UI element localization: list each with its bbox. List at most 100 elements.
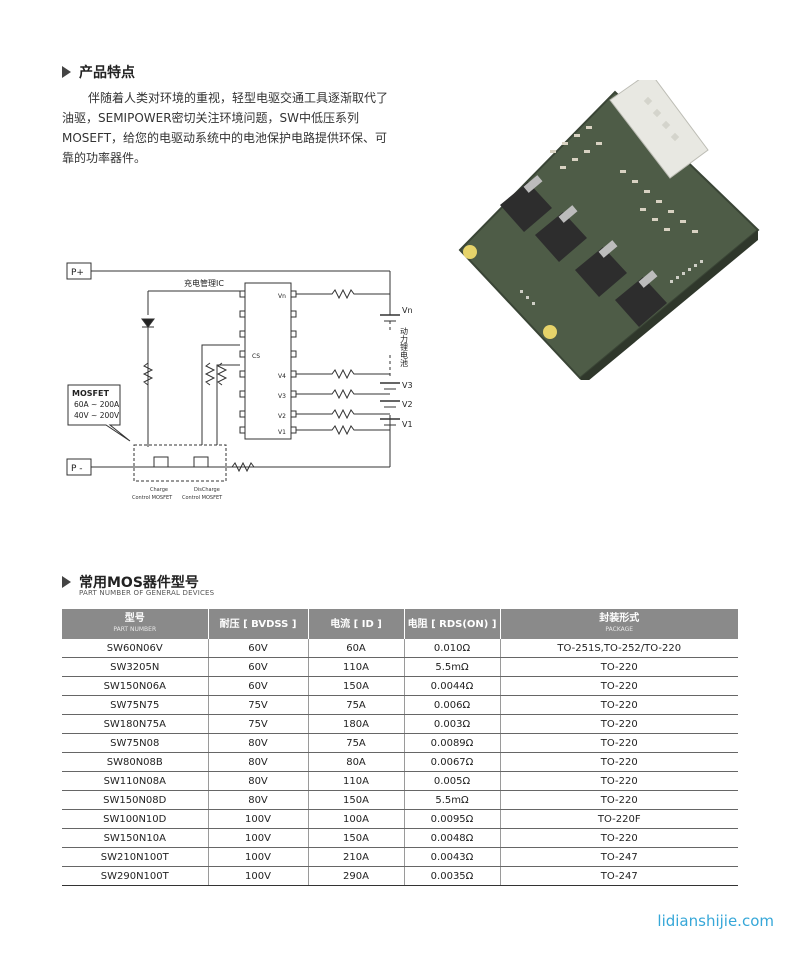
cell-voltage: 80V — [208, 771, 309, 791]
battery-vertical-label: 动力锂电池 — [400, 326, 409, 367]
cell-current: 75A — [308, 733, 405, 753]
cell-part: SW150N06A — [62, 676, 209, 696]
cell-voltage: 100V — [208, 809, 309, 829]
ic-pin-v4: V4 — [278, 373, 286, 380]
circuit-diagram: P+ P - 充电管理IC CS Vn V4 V3 V2 V1 Vn V3 V2… — [66, 262, 413, 501]
site-watermark: lidianshijie.com — [657, 912, 774, 930]
cell-current: 60A — [308, 639, 405, 658]
cell-part: SW80N08B — [62, 752, 209, 772]
cell-current: 110A — [308, 771, 405, 791]
features-line: 靠的功率器件。 — [62, 151, 147, 165]
cell-resistance: 0.0095Ω — [404, 809, 501, 829]
discharge-label-1: DisCharge — [194, 487, 220, 493]
ic-pin-v1: V1 — [278, 429, 286, 436]
charge-label-1: Charge — [150, 487, 168, 493]
cell-resistance: 0.0089Ω — [404, 733, 501, 753]
features-line: MOSEFT，给您的电驱动系统中的电池保护电路提供环保、可 — [62, 131, 388, 145]
cell-package: TO-251S,TO-252/TO-220 — [500, 639, 738, 658]
batt-label-v1: V1 — [402, 420, 413, 429]
charge-label-2: Control MOSFET — [132, 495, 173, 501]
p-minus-label: P - — [71, 464, 83, 474]
cell-package: TO-220 — [500, 733, 738, 753]
cell-resistance: 0.005Ω — [404, 771, 501, 791]
p-plus-label: P+ — [71, 268, 84, 278]
cell-resistance: 5.5mΩ — [404, 657, 501, 677]
ic-pin-vn: Vn — [278, 293, 286, 300]
mos-heading: 常用MOS器件型号 — [62, 572, 199, 592]
triangle-bullet-icon — [62, 576, 71, 588]
cell-current: 290A — [308, 866, 405, 886]
cell-package: TO-220 — [500, 752, 738, 772]
batt-label-v2: V2 — [402, 400, 413, 409]
cell-resistance: 0.0067Ω — [404, 752, 501, 772]
cell-current: 150A — [308, 790, 405, 810]
cell-voltage: 100V — [208, 828, 309, 848]
cell-resistance: 0.0035Ω — [404, 866, 501, 886]
cell-current: 180A — [308, 714, 405, 734]
cell-resistance: 0.010Ω — [404, 639, 501, 658]
cell-voltage: 75V — [208, 714, 309, 734]
cell-part: SW110N08A — [62, 771, 209, 791]
cell-resistance: 5.5mΩ — [404, 790, 501, 810]
cell-resistance: 0.0048Ω — [404, 828, 501, 848]
cell-voltage: 60V — [208, 639, 309, 658]
features-line: 油驱，SEMIPOWER密切关注环境问题，SW中低压系列 — [62, 111, 360, 125]
cell-part: SW3205N — [62, 657, 209, 677]
mosfet-box-voltage: 40V ~ 200V — [74, 411, 120, 420]
mos-title: 常用MOS器件型号 — [79, 575, 199, 591]
cell-package: TO-247 — [500, 866, 738, 886]
col-header-voltage: 耐压 [ BVDSS ] — [208, 609, 309, 639]
ic-label: 充电管理IC — [184, 278, 224, 288]
mos-subtitle: PART NUMBER OF GENERAL DEVICES — [79, 589, 215, 597]
features-title: 产品特点 — [79, 65, 135, 81]
cell-part: SW100N10D — [62, 809, 209, 829]
batt-label-v3: V3 — [402, 381, 413, 390]
cell-part: SW150N08D — [62, 790, 209, 810]
discharge-label-2: Control MOSFET — [182, 495, 223, 501]
cell-resistance: 0.006Ω — [404, 695, 501, 715]
cell-current: 150A — [308, 676, 405, 696]
cell-voltage: 80V — [208, 752, 309, 772]
cell-part: SW60N06V — [62, 639, 209, 658]
cell-voltage: 75V — [208, 695, 309, 715]
cell-part: SW75N08 — [62, 733, 209, 753]
ic-pin-v2: V2 — [278, 413, 286, 420]
cell-package: TO-220 — [500, 790, 738, 810]
ic-pin-v3: V3 — [278, 393, 286, 400]
features-heading: 产品特点 — [62, 62, 135, 82]
mosfet-box-current: 60A ~ 200A — [74, 400, 120, 409]
cell-voltage: 60V — [208, 657, 309, 677]
cell-current: 150A — [308, 828, 405, 848]
features-paragraph: 伴随着人类对环境的重视，轻型电驱交通工具逐渐取代了 油驱，SEMIPOWER密切… — [62, 88, 402, 168]
cell-voltage: 80V — [208, 733, 309, 753]
cell-package: TO-220 — [500, 828, 738, 848]
cell-current: 110A — [308, 657, 405, 677]
cell-current: 80A — [308, 752, 405, 772]
col-header-current: 电流 [ ID ] — [308, 609, 405, 639]
cell-current: 100A — [308, 809, 405, 829]
cell-package: TO-220 — [500, 695, 738, 715]
cell-voltage: 60V — [208, 676, 309, 696]
cell-package: TO-247 — [500, 847, 738, 867]
cs-label: CS — [252, 353, 260, 360]
batt-label-vn: Vn — [402, 306, 413, 315]
cell-resistance: 0.003Ω — [404, 714, 501, 734]
cell-voltage: 80V — [208, 790, 309, 810]
cell-current: 210A — [308, 847, 405, 867]
cell-resistance: 0.0043Ω — [404, 847, 501, 867]
bms-board-image — [458, 80, 760, 380]
col-header-resistance: 电阻 [ RDS(ON) ] — [404, 609, 501, 639]
